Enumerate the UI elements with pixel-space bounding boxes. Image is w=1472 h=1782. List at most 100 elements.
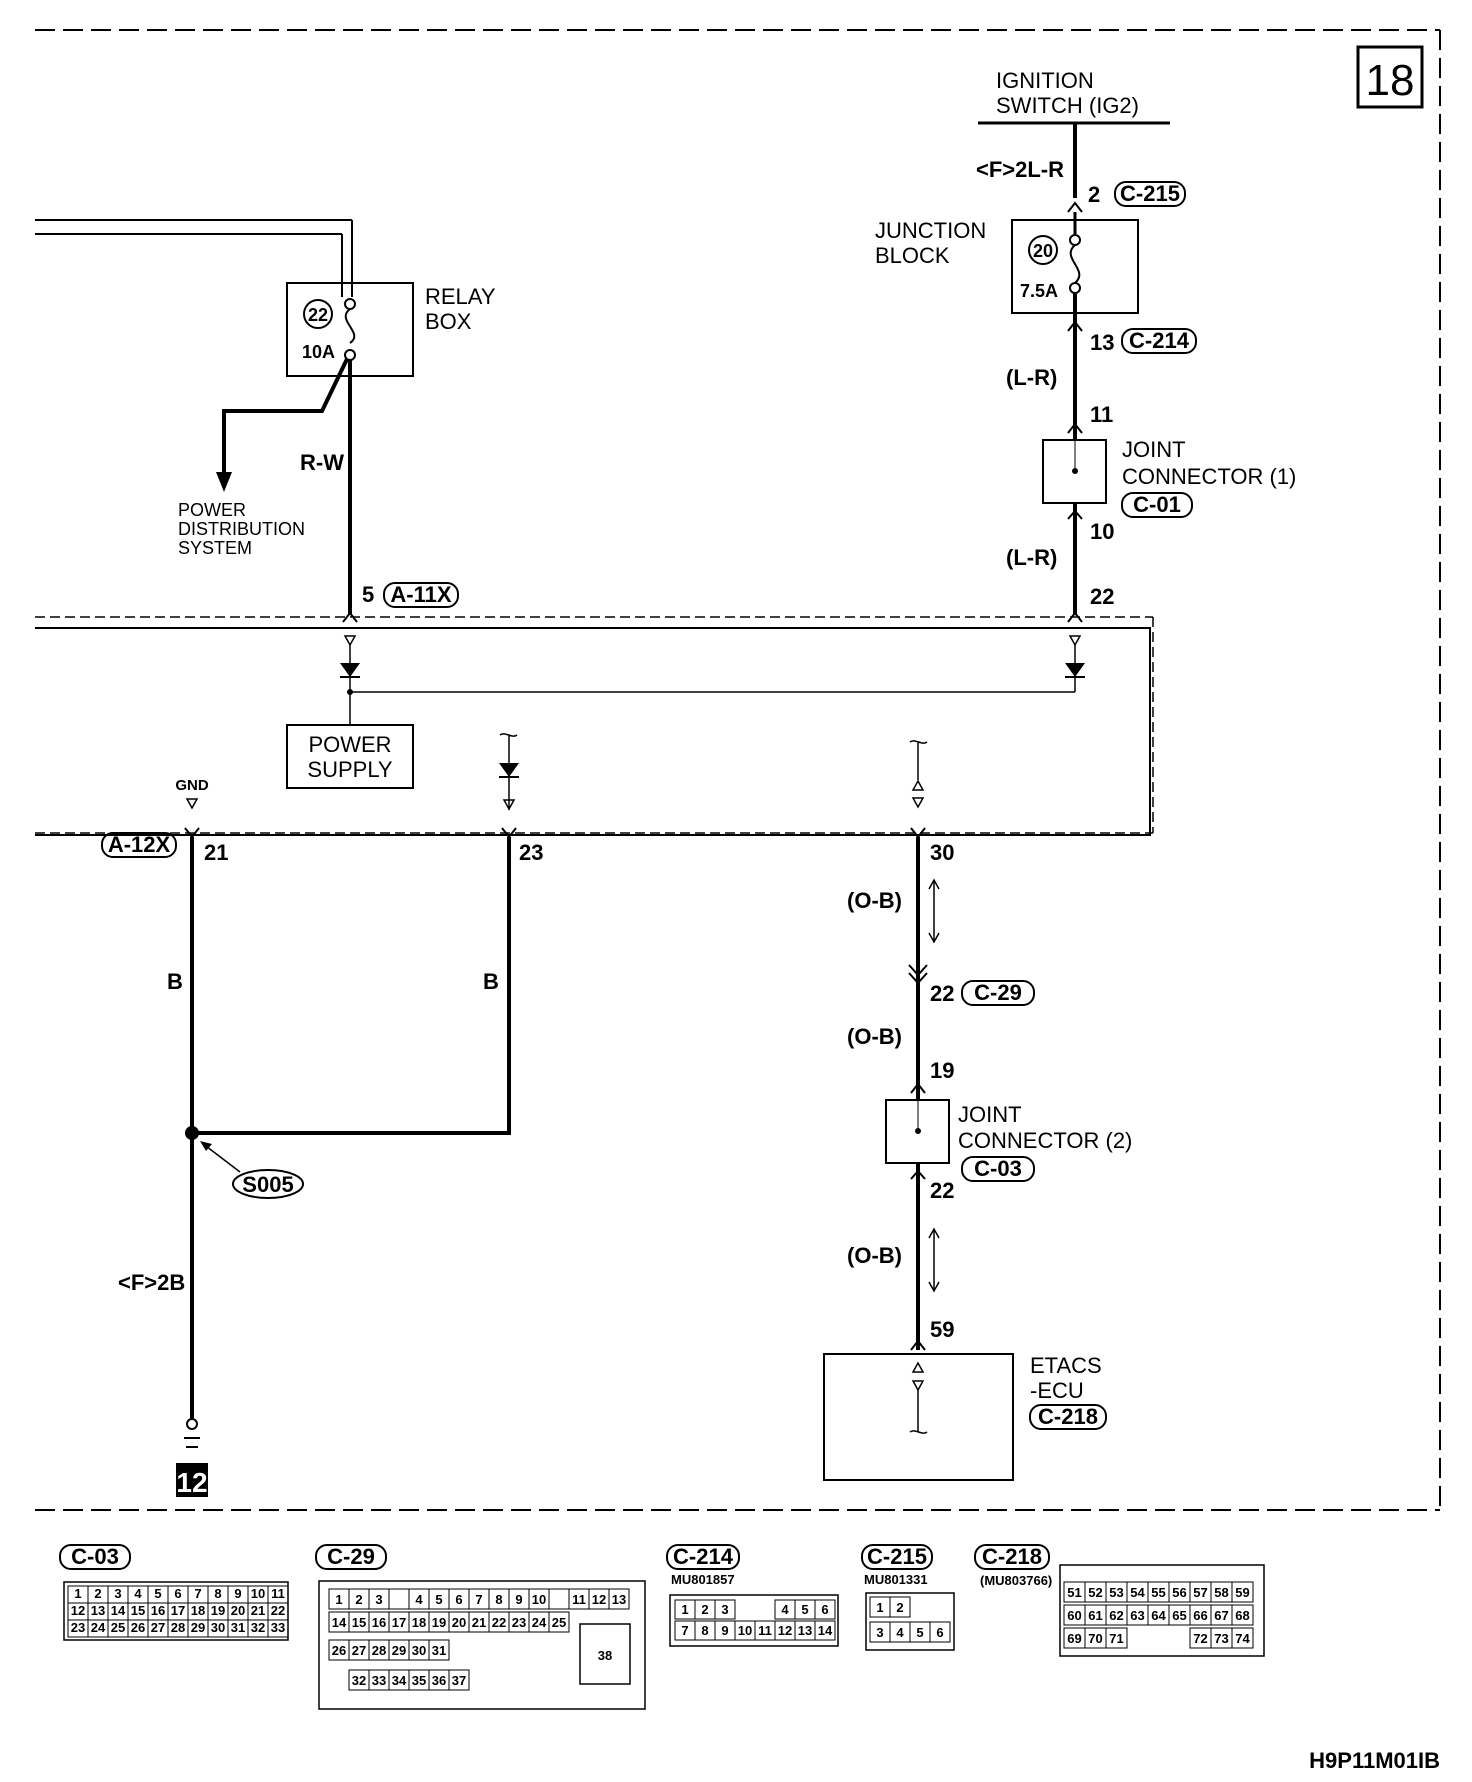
pin-number: 5: [801, 1602, 808, 1617]
c03-badge: [961, 1156, 1035, 1182]
pin-number: 61: [1088, 1608, 1102, 1623]
cv-c03-name: C-03: [71, 1544, 119, 1569]
pin-number: 32: [352, 1673, 366, 1688]
pin-cell: [608, 1588, 630, 1610]
lr-wire-label-2: (L-R): [1006, 545, 1057, 570]
etacs-label-2: -ECU: [1030, 1378, 1084, 1403]
pin-number: 53: [1109, 1585, 1123, 1600]
diagram-id: H9P11M01IB: [1309, 1748, 1440, 1773]
pin-number: 12: [71, 1603, 85, 1618]
pin-number: 28: [372, 1643, 386, 1658]
pin-number: 21: [251, 1603, 265, 1618]
pin-number: 2: [355, 1592, 362, 1607]
ign-wire-label: <F>2L-R: [976, 157, 1064, 182]
ground-wire-b2: [192, 837, 511, 1135]
pin-number: 30: [211, 1620, 225, 1635]
pin-number: 33: [372, 1673, 386, 1688]
cv-c215-part: MU801331: [864, 1572, 928, 1587]
page-number-box: [1356, 45, 1424, 109]
etacs-ecu-box: [823, 1353, 1014, 1481]
relay-box-label-2: BOX: [425, 309, 472, 334]
diode-23: [499, 733, 519, 811]
pin-number: 31: [432, 1643, 446, 1658]
pin-number: 4: [415, 1592, 423, 1607]
pin-number: 2: [94, 1586, 101, 1601]
b-wire-label-2: B: [483, 969, 499, 994]
pin-cell: [267, 1619, 289, 1638]
pin-number: 11: [758, 1623, 772, 1638]
pin-number: 17: [171, 1603, 185, 1618]
pin-number: 30: [412, 1643, 426, 1658]
pin-number: 17: [392, 1615, 406, 1630]
pin-number: 14: [818, 1623, 833, 1638]
pin-number: 2: [701, 1602, 708, 1617]
pin-number: 38: [598, 1648, 612, 1663]
c215-badge: [1114, 181, 1186, 207]
pin-22-top: 22: [1090, 584, 1114, 609]
connector-mark: [1067, 611, 1083, 623]
pin-number: 7: [475, 1592, 482, 1607]
page-number: 18: [1366, 56, 1415, 105]
pin-number: 27: [352, 1643, 366, 1658]
connector-mark: [1067, 320, 1083, 332]
fuse-number-circle: [303, 299, 333, 329]
c03-label: C-03: [974, 1156, 1022, 1181]
joint1-label-1: JOINT: [1122, 437, 1186, 462]
diode-network: [340, 635, 1085, 725]
pin-number: 70: [1088, 1631, 1102, 1646]
c214-label: C-214: [1129, 328, 1190, 353]
pin-number: 5: [916, 1625, 923, 1640]
pin-cell: [1231, 1581, 1254, 1603]
connector-mark: [1067, 422, 1083, 434]
pin-number: 1: [74, 1586, 81, 1601]
pin-number: 7: [681, 1623, 688, 1638]
connector-mark: [1067, 509, 1083, 520]
pin-11: 11: [1090, 402, 1113, 427]
pin-number: 68: [1235, 1608, 1249, 1623]
pin-number: 12: [778, 1623, 792, 1638]
pin-number: 37: [452, 1673, 466, 1688]
pin-number: 6: [821, 1602, 828, 1617]
pin-number: 31: [231, 1620, 245, 1635]
cv-c218-name: C-218: [982, 1544, 1042, 1569]
pin-cell: [428, 1639, 450, 1661]
pin-number: 11: [271, 1586, 285, 1601]
pin-number: 64: [1151, 1608, 1166, 1623]
pin-number: 5: [435, 1592, 442, 1607]
pin-number: 5: [154, 1586, 161, 1601]
joint2-label-1: JOINT: [958, 1102, 1022, 1127]
pin-number: 26: [131, 1620, 145, 1635]
pin-number: 10: [738, 1623, 752, 1638]
pin-number: 16: [151, 1603, 165, 1618]
ignition-label-2: SWITCH (IG2): [996, 93, 1139, 118]
pin-number: 32: [251, 1620, 265, 1635]
pin-number: 27: [151, 1620, 165, 1635]
joint1-label-2: CONNECTOR (1): [1122, 464, 1296, 489]
pin-13: 13: [1090, 330, 1114, 355]
lr-wire-label-1: (L-R): [1006, 365, 1057, 390]
jb-label-1: JUNCTION: [875, 218, 986, 243]
pin-number: 73: [1214, 1631, 1228, 1646]
pin-number: 22: [271, 1603, 285, 1618]
power-dist-label-1: POWER: [178, 500, 246, 520]
pin-number: 3: [375, 1592, 382, 1607]
pin-cell: [1231, 1627, 1254, 1649]
pin-number: 24: [91, 1620, 106, 1635]
pin-number: 11: [572, 1592, 586, 1607]
pin-22-mid: 22: [930, 981, 954, 1006]
pin-number: 36: [432, 1673, 446, 1688]
connector-mark: [910, 1339, 926, 1351]
pin-cell: [929, 1621, 951, 1643]
pin-number: 66: [1193, 1608, 1207, 1623]
pin-number: 4: [896, 1625, 904, 1640]
c01-badge: [1121, 492, 1193, 518]
power-dist-label-2: DISTRIBUTION: [178, 519, 305, 539]
power-supply-box: [286, 724, 414, 789]
relay-box-label-1: RELAY: [425, 284, 496, 309]
connector-mark: [910, 1082, 926, 1094]
pin-number: 51: [1067, 1585, 1081, 1600]
pin-number: 9: [234, 1586, 241, 1601]
rw-wire-label: R-W: [300, 450, 344, 475]
pin-30: 30: [930, 840, 954, 865]
